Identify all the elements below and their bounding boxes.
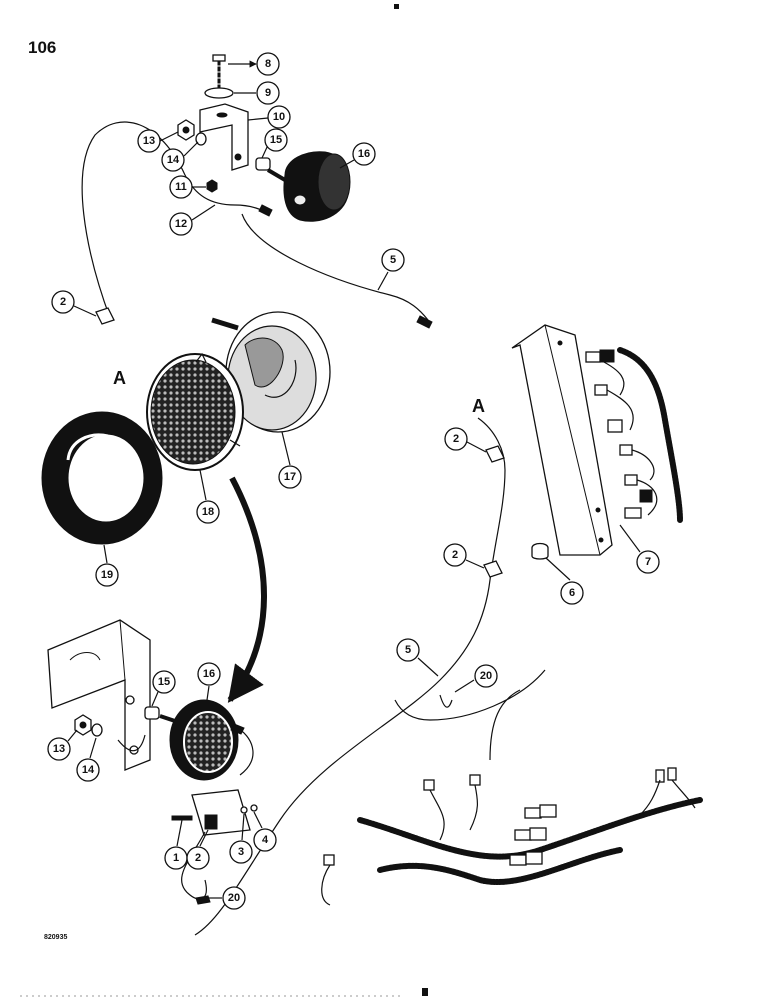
side-panel [511,324,613,556]
callout-2-right-top: 2 [444,427,487,453]
svg-text:2: 2 [453,433,459,445]
arrow-icon [227,476,267,703]
svg-text:15: 15 [158,676,170,688]
callout-12: 12 [169,204,216,236]
callout-13: 13 [137,129,179,153]
upper-mount-assembly [177,54,351,222]
svg-text:9: 9 [265,87,271,99]
svg-text:3: 3 [238,846,244,858]
callout-20-lower: 20 [208,886,246,910]
svg-text:16: 16 [358,148,370,160]
callout-15-lower: 15 [151,670,176,707]
svg-text:18: 18 [202,506,214,518]
svg-text:5: 5 [405,644,411,656]
callout-4: 4 [253,811,277,852]
marker-a-right: A [472,396,485,416]
lamp-icon [159,699,254,781]
svg-text:17: 17 [284,471,296,483]
mounting-plate [171,789,258,836]
spacer-icon [255,157,271,171]
harness-connectors [585,349,658,519]
svg-text:13: 13 [143,135,155,147]
callout-14: 14 [161,141,199,172]
callout-11: 11 [169,175,206,199]
callout-2-right-mid: 2 [443,543,485,569]
callout-6: 6 [545,557,584,605]
callout-16-lower: 16 [197,662,221,701]
callout-1: 1 [164,819,188,870]
svg-text:20: 20 [480,670,492,682]
svg-text:8: 8 [265,58,271,70]
bracket-icon [199,103,249,171]
svg-text:11: 11 [175,181,187,193]
svg-text:10: 10 [273,111,285,123]
svg-text:2: 2 [195,852,201,864]
callout-10: 10 [247,105,291,129]
retaining-ring [41,411,163,545]
svg-text:1: 1 [173,852,179,864]
svg-text:12: 12 [175,218,187,230]
top-mark [394,4,399,9]
grommet-icon [531,542,549,560]
callout-17: 17 [278,431,302,489]
bottom-mark [422,988,428,996]
marker-a-upper: A [113,368,126,388]
svg-text:14: 14 [167,154,180,166]
reference-code: 820935 [44,934,68,941]
svg-text:5: 5 [390,254,396,266]
callout-16: 16 [339,142,376,169]
lamp-icon [266,151,351,222]
callout-2-lower: 2 [186,829,210,870]
wire-a-right [194,417,506,936]
lamp-lead-wire [241,213,429,321]
svg-text:2: 2 [60,296,66,308]
svg-text:13: 13 [53,743,65,755]
callout-5-upper: 5 [377,248,405,291]
page-number: 106 [28,38,57,57]
callout-3: 3 [229,813,253,864]
callout-8: 8 [228,52,280,76]
lower-mount-bracket [47,619,151,771]
svg-text:16: 16 [203,668,215,680]
svg-text:15: 15 [270,134,282,146]
callout-15: 15 [261,128,288,159]
svg-text:6: 6 [569,587,575,599]
clip-icon [95,307,115,325]
harness-icon [617,347,683,523]
callout-18: 18 [196,469,220,524]
sealed-beam-lens [146,352,244,471]
main-harness [357,797,703,860]
callout-19: 19 [95,544,119,587]
callout-13-lower: 13 [47,729,78,761]
callout-7: 7 [619,524,660,574]
lamp-housing [211,311,331,433]
callout-5-lower: 5 [396,638,439,677]
main-harness-connectors [321,669,696,906]
callout-20-upper: 20 [454,664,498,693]
callout-9: 9 [234,81,280,105]
svg-text:14: 14 [82,764,95,776]
svg-text:19: 19 [101,569,113,581]
washer-icon [204,87,234,99]
callout-14-lower: 14 [76,737,100,782]
callout-2-upper-left: 2 [51,290,97,317]
svg-text:20: 20 [228,892,240,904]
svg-text:7: 7 [645,556,651,568]
svg-text:2: 2 [452,549,458,561]
svg-text:4: 4 [262,834,269,846]
